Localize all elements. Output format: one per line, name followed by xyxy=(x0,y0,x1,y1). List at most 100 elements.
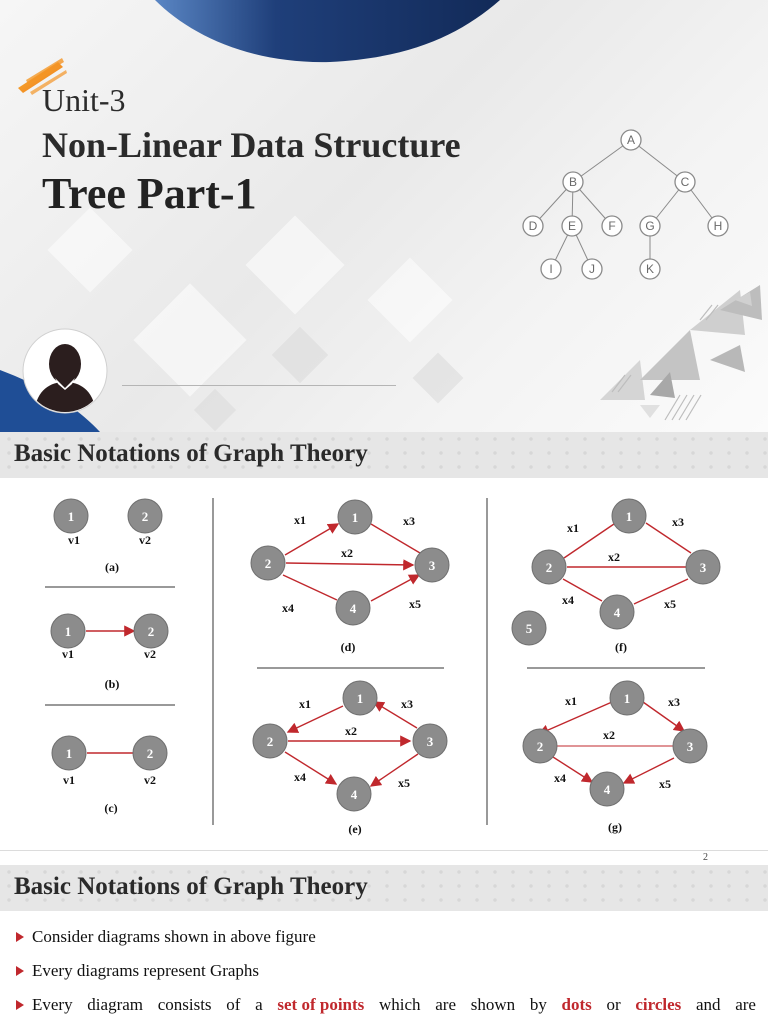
graph-node-label: 2 xyxy=(265,556,272,571)
page-title: Tree Part-1 xyxy=(42,169,257,218)
tree-node-K xyxy=(639,258,661,280)
diagram-caption: (a) xyxy=(105,560,119,574)
graph-node-label: 4 xyxy=(614,605,621,620)
edge-label: x3 xyxy=(672,515,684,529)
graph-node-label: 1 xyxy=(357,691,364,706)
graph-node-label: 3 xyxy=(429,558,436,573)
tree-node-A xyxy=(620,129,642,151)
tree-node-label: G xyxy=(645,219,654,233)
tree-node-label: B xyxy=(569,175,577,189)
graph-node-label: 2 xyxy=(267,734,274,749)
highlight-dots: dots xyxy=(561,995,592,1014)
graph-d-node-2 xyxy=(250,545,286,581)
tree-node-H xyxy=(707,215,729,237)
diagram-caption: (f) xyxy=(615,640,627,654)
tree-node-label: D xyxy=(529,219,538,233)
graph-a-node-1 xyxy=(53,498,89,534)
graph-f-node-2 xyxy=(531,549,567,585)
tree-node-label: I xyxy=(549,262,552,276)
tree-node-G xyxy=(639,215,661,237)
graph-node-label: 4 xyxy=(350,601,357,616)
graph-node-label: 3 xyxy=(687,739,694,754)
edge-label: x4 xyxy=(282,601,294,615)
edge-label: x2 xyxy=(341,546,353,560)
avatar xyxy=(22,328,108,419)
edge-label: x1 xyxy=(294,513,306,527)
diagram-caption: (d) xyxy=(341,640,356,654)
orange-brush-stroke xyxy=(18,58,67,95)
geometric-shards xyxy=(600,285,762,421)
unit-label: Unit-3 xyxy=(42,82,126,118)
graph-e-node-2 xyxy=(252,723,288,759)
title-slide: Unit-3 Non-Linear Data Structure Tree Pa… xyxy=(0,0,768,432)
graph-node-label: 4 xyxy=(351,787,358,802)
graph-e-node-3 xyxy=(412,723,448,759)
graph-d-node-4 xyxy=(335,590,371,626)
graph-node-label: 2 xyxy=(537,739,544,754)
diagram-caption: (g) xyxy=(608,820,622,834)
slide2-heading: Basic Notations of Graph Theory xyxy=(14,440,368,467)
graph-c-node-1 xyxy=(51,735,87,771)
edge-label: x5 xyxy=(664,597,676,611)
graph-b-node-2 xyxy=(133,613,169,649)
graph-node-label: 1 xyxy=(68,509,75,524)
vertex-label: v1 xyxy=(62,647,74,661)
graph-d-node-3 xyxy=(414,547,450,583)
edge-label: x3 xyxy=(403,514,415,528)
bullet-list: Consider diagrams shown in above figure … xyxy=(14,926,756,1028)
graph-g-node-2 xyxy=(522,728,558,764)
bullet-arrow-icon xyxy=(16,1000,24,1010)
vertex-label: v2 xyxy=(144,647,156,661)
graph-node-label: 2 xyxy=(148,624,155,639)
edge-label: x1 xyxy=(565,694,577,708)
edge-label: x4 xyxy=(554,771,566,785)
graph-e-node-4 xyxy=(336,776,372,812)
tree-node-D xyxy=(522,215,544,237)
tree-node-I xyxy=(540,258,562,280)
avatar-icon xyxy=(22,328,108,414)
graph-node-label: 3 xyxy=(427,734,434,749)
bullet-text-justified: Every diagram consists of a set of point… xyxy=(32,995,756,1014)
bullet-arrow-icon xyxy=(16,966,24,976)
graph-d-node-1 xyxy=(337,499,373,535)
graph-g-node-4 xyxy=(589,771,625,807)
edge-label: x2 xyxy=(345,724,357,738)
graph-node-label: 2 xyxy=(546,560,553,575)
edge-label: x5 xyxy=(409,597,421,611)
edge-label: x1 xyxy=(299,697,311,711)
graph-a-node-2 xyxy=(127,498,163,534)
tree-node-label: H xyxy=(714,219,723,233)
graph-b-node-1 xyxy=(50,613,86,649)
page-number: 2 xyxy=(703,852,708,863)
edge-label: x5 xyxy=(398,776,410,790)
slide-separator xyxy=(0,850,768,851)
highlight-set-of-points: set of points xyxy=(277,995,365,1014)
navy-swoosh-top xyxy=(155,0,500,63)
divider-line xyxy=(122,385,396,386)
graph-node-label: 3 xyxy=(700,560,707,575)
graph-f-node-4 xyxy=(599,594,635,630)
tree-node-E xyxy=(561,215,583,237)
graph-node-label: 1 xyxy=(624,691,631,706)
graph-node-label: 1 xyxy=(626,509,633,524)
edge-label: x3 xyxy=(668,695,680,709)
graph-node-label: 2 xyxy=(142,509,149,524)
bullet-arrow-icon xyxy=(16,932,24,942)
slide3-heading: Basic Notations of Graph Theory xyxy=(14,873,368,900)
graph-f-node-1 xyxy=(611,498,647,534)
slide2-header-band: Basic Notations of Graph Theory xyxy=(0,432,768,478)
tree-node-label: J xyxy=(589,262,595,276)
tree-node-B xyxy=(562,171,584,193)
tree-node-J xyxy=(581,258,603,280)
edge-label: x2 xyxy=(603,728,615,742)
graph-e-node-1 xyxy=(342,680,378,716)
graph-g-node-1 xyxy=(609,680,645,716)
bullet-item: Consider diagrams shown in above figure xyxy=(14,926,756,948)
vertex-label: v2 xyxy=(144,773,156,787)
bullet-item: Every diagrams represent Graphs xyxy=(14,960,756,982)
graph-f-node-5 xyxy=(511,610,547,646)
diagram-caption: (b) xyxy=(105,677,120,691)
tree-node-label: A xyxy=(627,133,635,147)
highlight-circles: circles xyxy=(635,995,682,1014)
tree-node-label: K xyxy=(646,262,654,276)
